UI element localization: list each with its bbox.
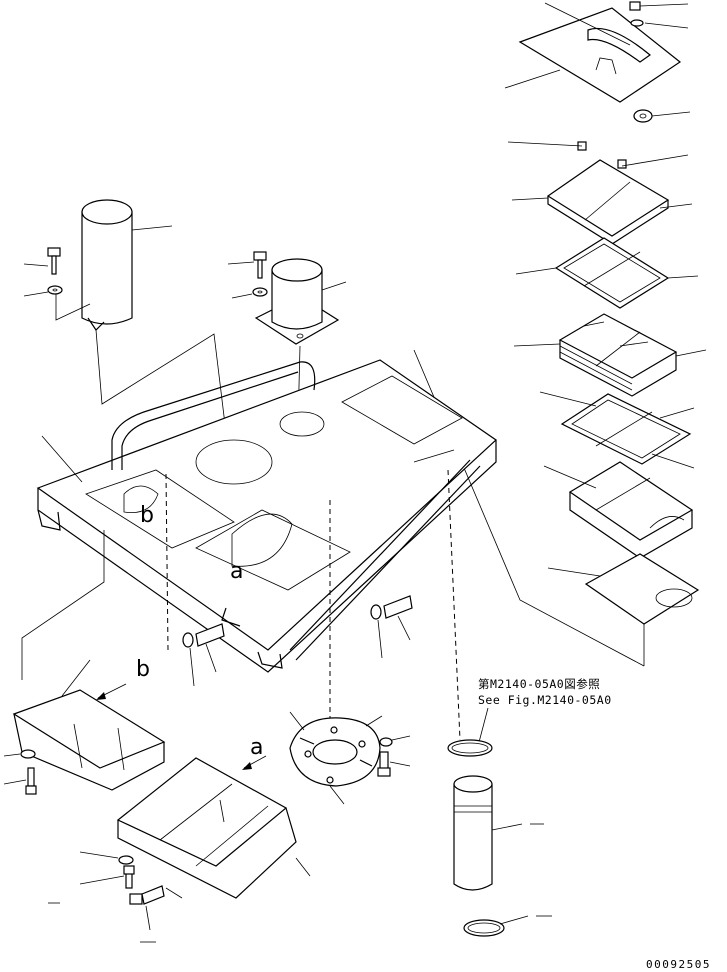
box-a-washer-icon [79, 851, 134, 865]
svg-text:a: a [250, 735, 263, 760]
svg-text:b: b [140, 503, 154, 528]
hose-clamp-upper-icon [447, 739, 493, 757]
duct-pipe-left [81, 199, 173, 331]
center-bolt-icon [227, 251, 267, 279]
top-bolt-icon [629, 1, 689, 11]
box-a-bolt-lower-icon [129, 885, 183, 931]
filter-element [513, 313, 707, 397]
detail-label-b-box: b [96, 657, 150, 700]
box-a-bolt-icon [79, 865, 135, 889]
reference-note: 第M2140-05A0図参照 See Fig.M2140-05A0 [477, 677, 612, 747]
filter-box-upper [507, 141, 693, 245]
lower-box-b [12, 659, 166, 791]
top-washer-icon [630, 19, 689, 29]
center-washer-icon [231, 287, 268, 299]
detail-label-a-frame: a [230, 559, 243, 584]
ring-washer-icon [365, 715, 411, 747]
frame-bolt-left-icon [182, 623, 225, 687]
box-b-washer-icon [3, 749, 36, 759]
split-flange-ring [289, 711, 381, 805]
gasket-plate [547, 553, 700, 666]
detail-label-b-frame: b [140, 503, 154, 528]
duct-pipe-center [254, 258, 347, 345]
detail-label-a-box: a [242, 735, 267, 770]
exhaust-pipe [453, 775, 544, 891]
ring-bolt-icon [377, 751, 411, 777]
box-b-bolt-icon [3, 767, 37, 795]
svg-text:00092505: 00092505 [646, 958, 711, 971]
hose-clamp-lower-icon [463, 915, 552, 937]
svg-text:第M2140-05A0図参照: 第M2140-05A0図参照 [478, 677, 600, 691]
svg-text:b: b [136, 657, 150, 682]
frame-bolt-right-icon [370, 595, 413, 659]
left-bolt-icon [23, 247, 61, 275]
main-frame [36, 359, 497, 673]
svg-text:a: a [230, 559, 243, 584]
drawing-code: 00092505 [646, 958, 711, 971]
filter-tray [543, 461, 694, 559]
filter-frame [515, 237, 699, 309]
filter-frame-lower [539, 391, 695, 469]
top-cover-plate [504, 2, 682, 103]
svg-text:See Fig.M2140-05A0: See Fig.M2140-05A0 [478, 693, 612, 707]
left-washer-icon [23, 285, 63, 297]
top-nut-icon [633, 109, 691, 123]
lower-box-a [116, 757, 311, 899]
